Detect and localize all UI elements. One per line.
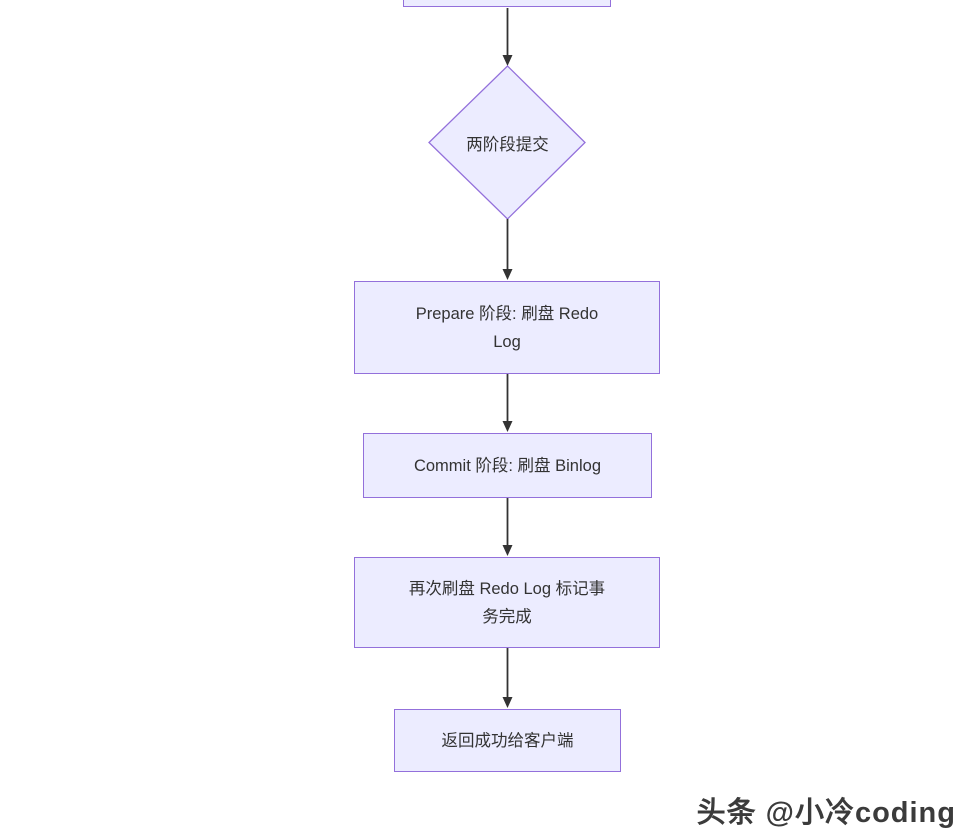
edge-decision-to-prepare [502, 219, 513, 280]
watermark: 头条 @小冷coding [697, 789, 956, 831]
edge-prepare-to-commit [502, 374, 513, 432]
watermark-text: 头条 @小冷coding [696, 797, 956, 829]
node-return-success-label: 返回成功给客户端 [441, 731, 574, 750]
decision-label: 两阶段提交 [466, 135, 549, 154]
node-prepare-label: Prepare 阶段: 刷盘 Redo Log [415, 304, 599, 351]
node-flush-redo-again-label: 再次刷盘 Redo Log 标记事 务完成 [408, 579, 606, 626]
node-prepare: Prepare 阶段: 刷盘 Redo Log [354, 281, 660, 374]
edge-commit-to-flush-again [502, 498, 513, 556]
node-flush-redo-again: 再次刷盘 Redo Log 标记事 务完成 [354, 557, 660, 648]
edge-top-to-decision [502, 8, 513, 66]
node-return-success: 返回成功给客户端 [394, 709, 621, 772]
edge-flush-again-to-return [502, 648, 513, 708]
node-commit: Commit 阶段: 刷盘 Binlog [363, 433, 652, 498]
node-commit-label: Commit 阶段: 刷盘 Binlog [413, 456, 602, 475]
node-truncated-top [403, 0, 611, 7]
